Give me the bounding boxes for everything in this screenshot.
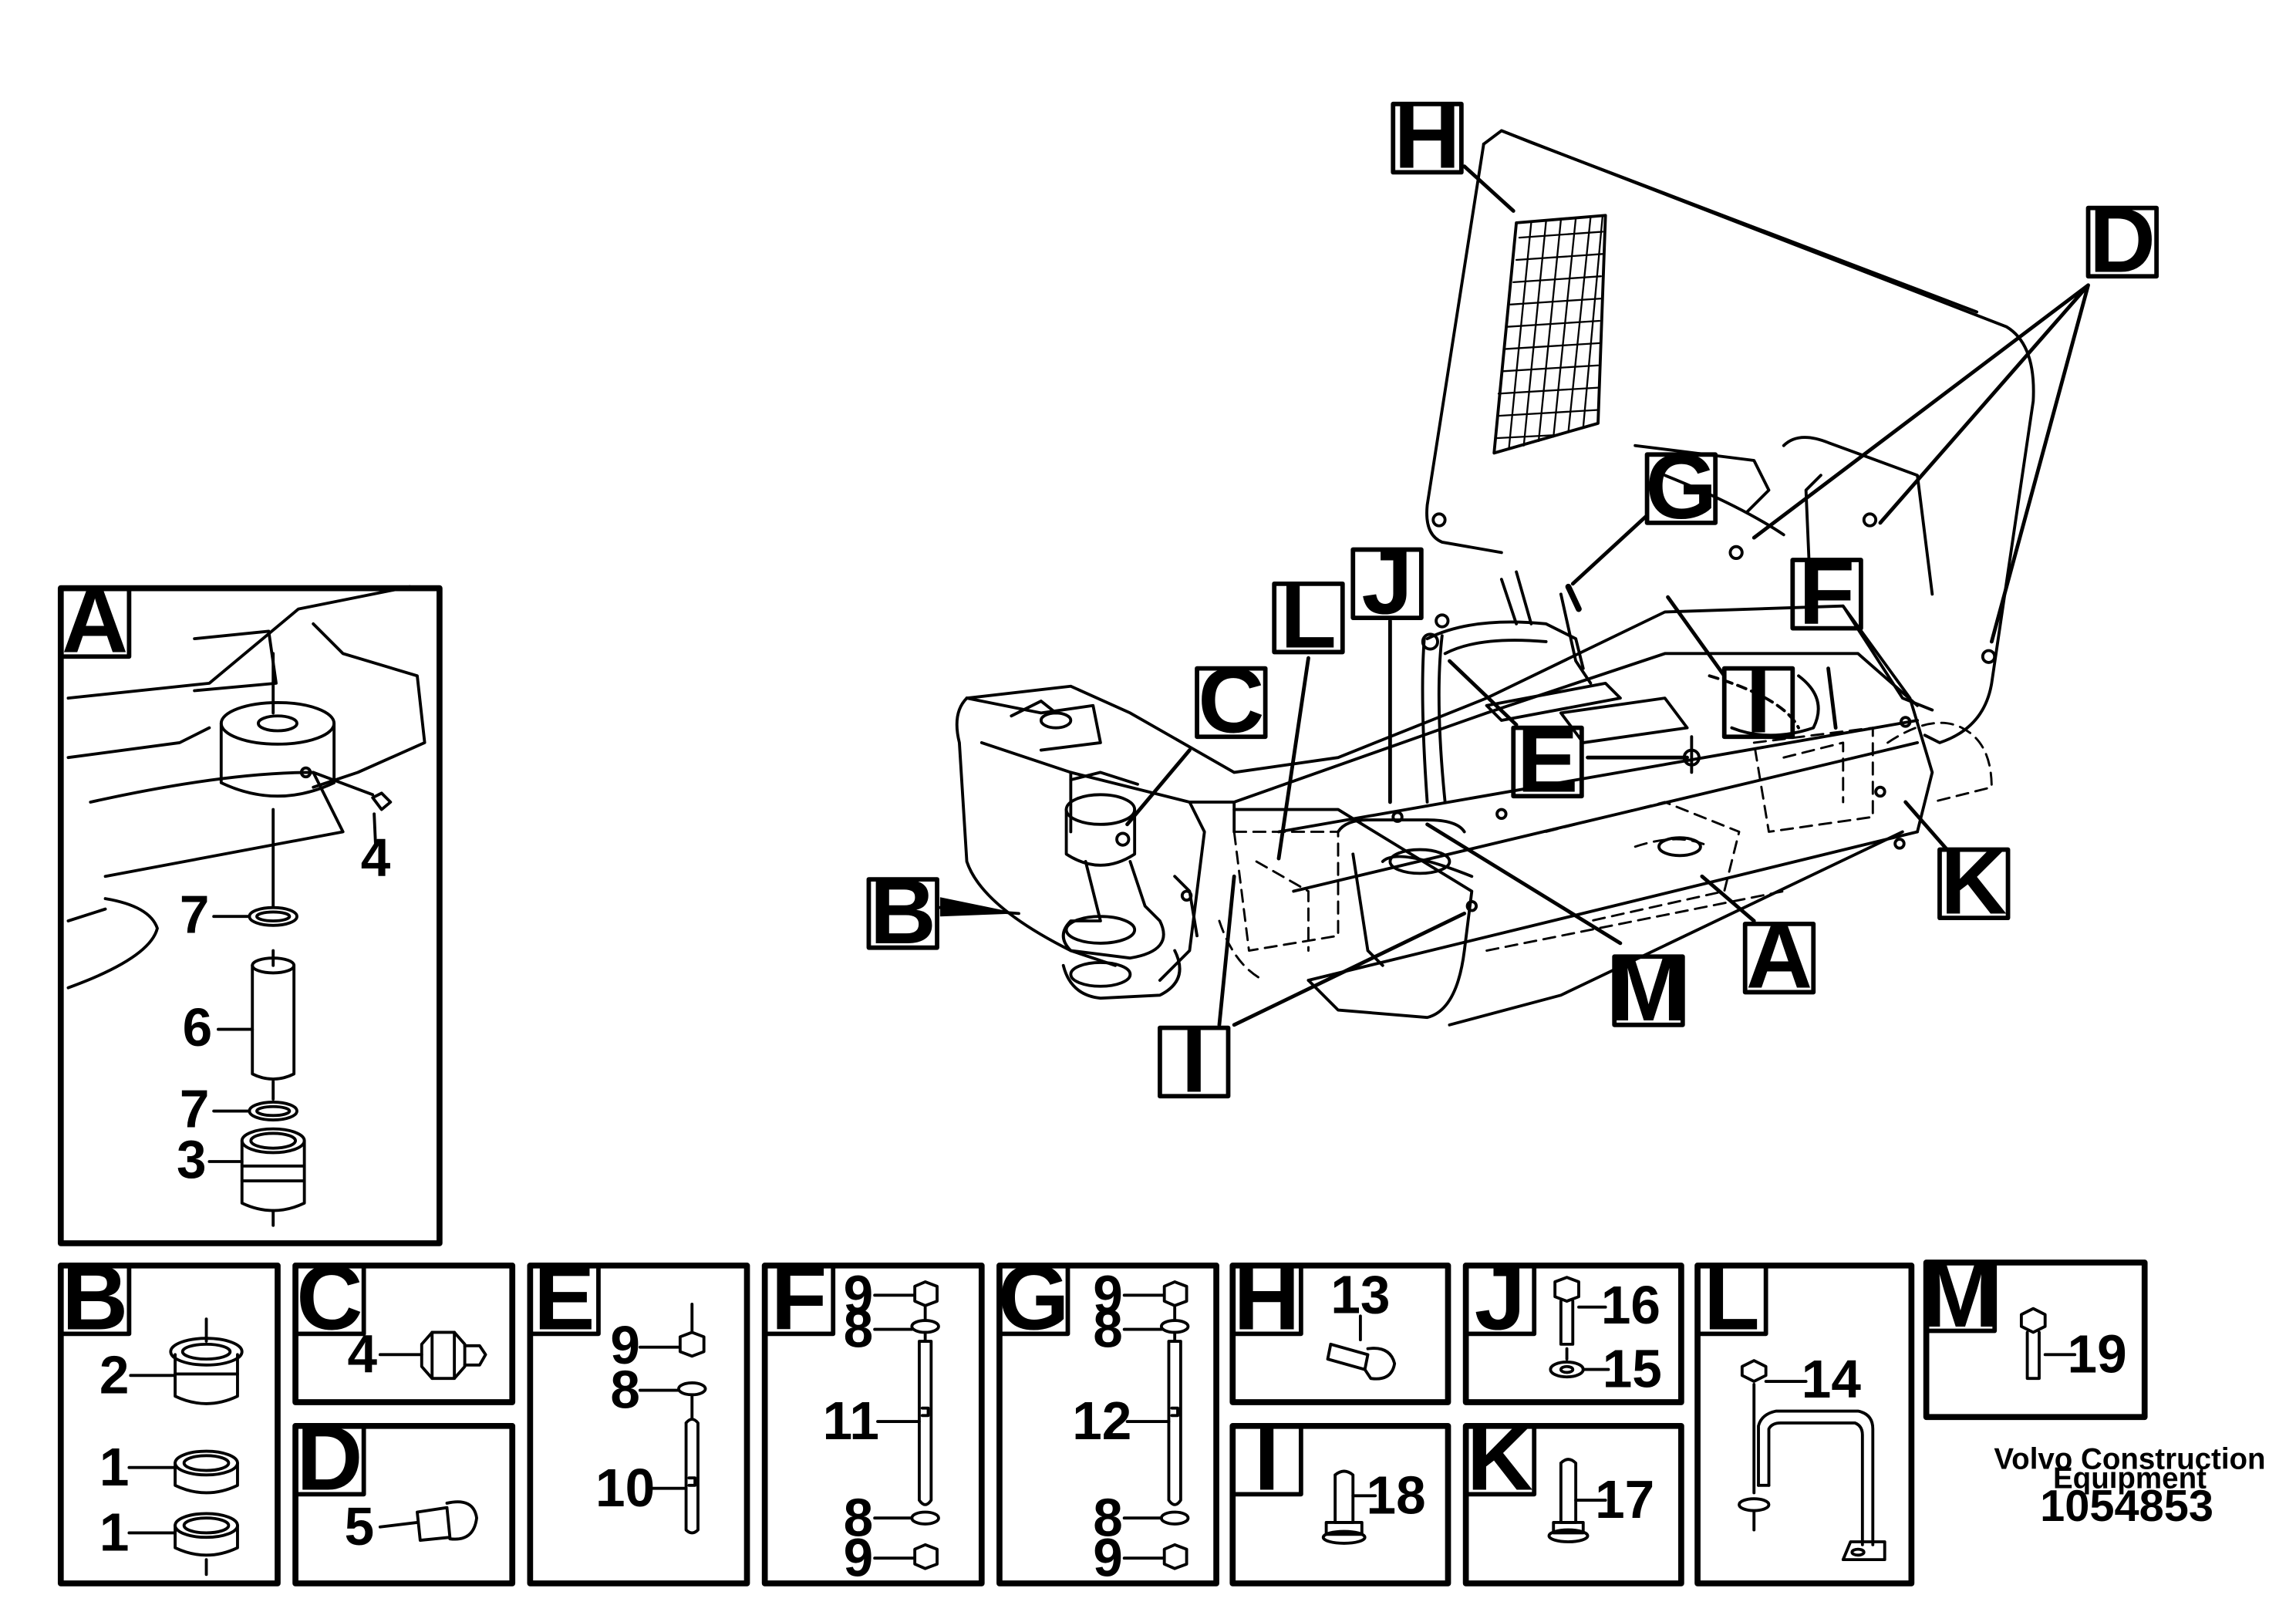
callout-e: E (1517, 709, 1579, 811)
detail-box-c (292, 1262, 516, 1405)
callout-a: A (1746, 905, 1812, 1008)
callout-b: B (870, 861, 936, 963)
drawing-number: 1054853 (2040, 1482, 2213, 1531)
detail-box-d (292, 1422, 516, 1587)
part-num-label: 8 (610, 1360, 640, 1420)
callout-c: C (1198, 649, 1264, 752)
detail-box-h (1229, 1262, 1451, 1405)
part-num-label: 10 (595, 1458, 655, 1518)
part-num-label: 8 (1093, 1299, 1123, 1359)
callout-i-upper: I (1745, 649, 1771, 752)
part-num-label: 8 (844, 1299, 874, 1359)
callout-j: J (1361, 531, 1412, 633)
part-num-label: 9 (1093, 1527, 1123, 1587)
callout-m: M (1610, 938, 1687, 1040)
part-num-label: 18 (1367, 1465, 1426, 1525)
part-num-label: 12 (1072, 1391, 1131, 1451)
part-num-label: 8 (1093, 1487, 1123, 1547)
callout-letters: H D G F J L C I E B K A M I (870, 86, 2156, 1112)
box-i-title: I (1254, 1408, 1279, 1510)
part-num-label: 1 (99, 1502, 130, 1563)
box-j-title: J (1475, 1247, 1526, 1350)
callout-h: H (1394, 86, 1460, 188)
publisher-credit: Volvo Construction Equipment 1054853 (1994, 1443, 2265, 1531)
detail-box-k (1462, 1422, 1684, 1587)
box-k-title: K (1467, 1408, 1533, 1510)
box-m-title: M (1922, 1244, 1998, 1347)
part-num-label: 9 (1093, 1264, 1123, 1324)
part-num-label: 2 (99, 1344, 130, 1404)
part-numbers: 4 7 6 7 3 2 1 1 4 5 9 8 10 9 8 11 8 9 9 … (99, 828, 2127, 1587)
part-num-label: 7 (180, 1079, 210, 1139)
callout-d: D (2089, 189, 2156, 292)
detail-box-j (1462, 1262, 1684, 1405)
part-num-label: 7 (180, 884, 210, 944)
callout-f: F (1799, 541, 1855, 644)
part-num-label: 16 (1601, 1275, 1660, 1335)
detail-box-e (527, 1262, 750, 1587)
box-c-title: C (296, 1247, 362, 1350)
part-num-label: 8 (844, 1487, 874, 1547)
detail-box-a (57, 585, 443, 1246)
part-num-label: 11 (823, 1391, 879, 1451)
detail-box-g (996, 1262, 1219, 1587)
credit-line-2: Equipment (2053, 1462, 2207, 1496)
detail-box-m (1923, 1259, 2148, 1421)
detail-box-l (1694, 1262, 1915, 1587)
part-num-label: 5 (345, 1496, 375, 1556)
part-num-label: 14 (1802, 1349, 1862, 1409)
box-f-title: F (770, 1247, 827, 1350)
frame-assembly-drawing (955, 129, 2035, 1027)
callout-l: L (1280, 565, 1337, 668)
part-num-label: 15 (1603, 1339, 1662, 1399)
part-num-label: 6 (183, 997, 213, 1057)
callout-label-boxes (866, 101, 2159, 1099)
part-num-label: 9 (844, 1527, 874, 1587)
callout-i-lower: I (1182, 1009, 1207, 1111)
box-d-title: D (296, 1408, 362, 1510)
box-g-title: G (998, 1247, 1070, 1350)
detail-box-i (1229, 1422, 1451, 1587)
box-b-title: B (62, 1247, 128, 1350)
credit-line-1: Volvo Construction (1994, 1443, 2265, 1476)
detail-box-titles: A B C D E F G H I J K L M (62, 569, 1999, 1509)
part-num-label: 19 (2068, 1324, 2127, 1384)
part-num-label: 17 (1595, 1469, 1654, 1529)
part-num-label: 4 (347, 1324, 377, 1384)
callout-leader-lines (1125, 164, 2090, 1027)
part-num-label: 13 (1330, 1264, 1390, 1324)
part-num-label: 1 (99, 1437, 130, 1497)
detail-box-b (57, 1262, 281, 1587)
box-e-title: E (534, 1247, 595, 1350)
part-num-label: 3 (177, 1129, 207, 1189)
box-l-title: L (1704, 1247, 1760, 1350)
callout-g: G (1645, 436, 1717, 538)
part-num-label: 4 (361, 828, 391, 888)
part-num-label: 9 (844, 1264, 874, 1324)
part-num-label: 9 (610, 1315, 640, 1375)
box-h-title: H (1233, 1247, 1300, 1350)
callout-k: K (1940, 831, 2007, 933)
box-a-title: A (62, 569, 128, 672)
detail-box-f (761, 1262, 985, 1587)
